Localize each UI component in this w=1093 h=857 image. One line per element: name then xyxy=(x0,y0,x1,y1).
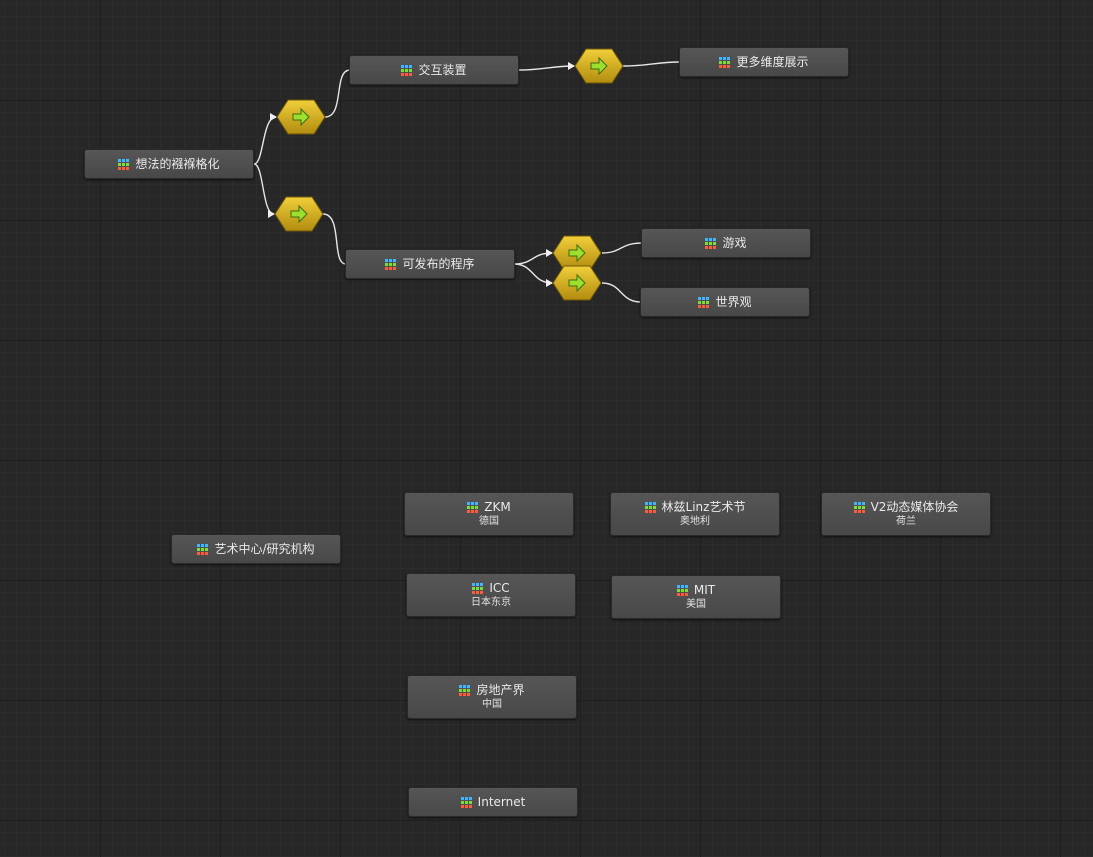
gate-node-2[interactable] xyxy=(274,196,324,232)
wire-gate3-to-multidim xyxy=(622,61,681,67)
node-multi-dimension-display[interactable]: 更多维度展示 xyxy=(679,47,849,77)
wire-gate2-to-program xyxy=(322,213,347,265)
node-sublabel: 奥地利 xyxy=(680,516,710,527)
right-arrow-icon xyxy=(274,196,324,232)
color-grid-icon xyxy=(853,501,865,513)
node-label: 艺术中心/研究机构 xyxy=(214,542,315,556)
node-label: 想法的襁褓格化 xyxy=(135,157,220,171)
color-grid-icon xyxy=(197,543,209,555)
node-v2[interactable]: V2动态媒体协会 荷兰 xyxy=(821,492,991,536)
node-art-center[interactable]: 艺术中心/研究机构 xyxy=(171,534,341,564)
node-label: 房地产界 xyxy=(476,683,525,697)
gate-node-4[interactable] xyxy=(552,235,602,271)
node-real-estate[interactable]: 房地产界 中国 xyxy=(407,675,577,719)
color-grid-icon xyxy=(467,501,479,513)
wire-gate4-to-game xyxy=(601,242,643,254)
node-sublabel: 德国 xyxy=(479,516,499,527)
node-label: MIT xyxy=(693,583,716,597)
node-idea[interactable]: 想法的襁褓格化 xyxy=(84,149,254,179)
color-grid-icon xyxy=(472,582,484,594)
node-sublabel: 美国 xyxy=(686,599,706,610)
gate-node-3[interactable] xyxy=(574,48,624,84)
node-label: V2动态媒体协会 xyxy=(870,500,959,514)
gate-node-1[interactable] xyxy=(276,99,326,135)
node-worldview[interactable]: 世界观 xyxy=(640,287,810,317)
node-label: Internet xyxy=(477,795,526,809)
color-grid-icon xyxy=(460,796,472,808)
color-grid-icon xyxy=(385,258,397,270)
right-arrow-icon xyxy=(552,265,602,301)
color-grid-icon xyxy=(698,296,710,308)
node-label: ZKM xyxy=(484,500,511,514)
node-interactive-installation[interactable]: 交互装置 xyxy=(349,55,519,85)
node-publishable-program[interactable]: 可发布的程序 xyxy=(345,249,515,279)
node-label: 交互装置 xyxy=(418,63,467,77)
wire-interactive-to-gate3 xyxy=(517,62,575,71)
color-grid-icon xyxy=(401,64,413,76)
node-label: 游戏 xyxy=(722,236,747,250)
node-mit[interactable]: MIT 美国 xyxy=(611,575,781,619)
right-arrow-icon xyxy=(574,48,624,84)
node-internet[interactable]: Internet xyxy=(408,787,578,817)
node-label: 可发布的程序 xyxy=(402,257,475,271)
node-zkm[interactable]: ZKM 德国 xyxy=(404,492,574,536)
wire-idea-to-gate2 xyxy=(253,163,275,218)
node-linz[interactable]: 林兹Linz艺术节 奥地利 xyxy=(610,492,780,536)
node-sublabel: 日本东京 xyxy=(471,597,511,608)
node-label: ICC xyxy=(489,581,510,595)
color-grid-icon xyxy=(459,684,471,696)
wire-gate5-to-worldview xyxy=(601,282,642,303)
wire-gate1-to-interactive xyxy=(324,69,351,118)
node-label: 更多维度展示 xyxy=(736,55,809,69)
wire-idea-to-gate1 xyxy=(253,113,277,165)
color-grid-icon xyxy=(719,56,731,68)
color-grid-icon xyxy=(118,158,130,170)
node-game[interactable]: 游戏 xyxy=(641,228,811,258)
node-label: 林兹Linz艺术节 xyxy=(661,500,746,514)
wire-program-to-gate4 xyxy=(513,249,553,265)
node-sublabel: 中国 xyxy=(482,699,502,710)
node-label: 世界观 xyxy=(715,295,752,309)
node-sublabel: 荷兰 xyxy=(896,516,916,527)
node-icc[interactable]: ICC 日本东京 xyxy=(406,573,576,617)
color-grid-icon xyxy=(676,584,688,596)
color-grid-icon xyxy=(644,501,656,513)
wire-program-to-gate5 xyxy=(513,263,553,287)
right-arrow-icon xyxy=(552,235,602,271)
gate-node-5[interactable] xyxy=(552,265,602,301)
color-grid-icon xyxy=(705,237,717,249)
right-arrow-icon xyxy=(276,99,326,135)
